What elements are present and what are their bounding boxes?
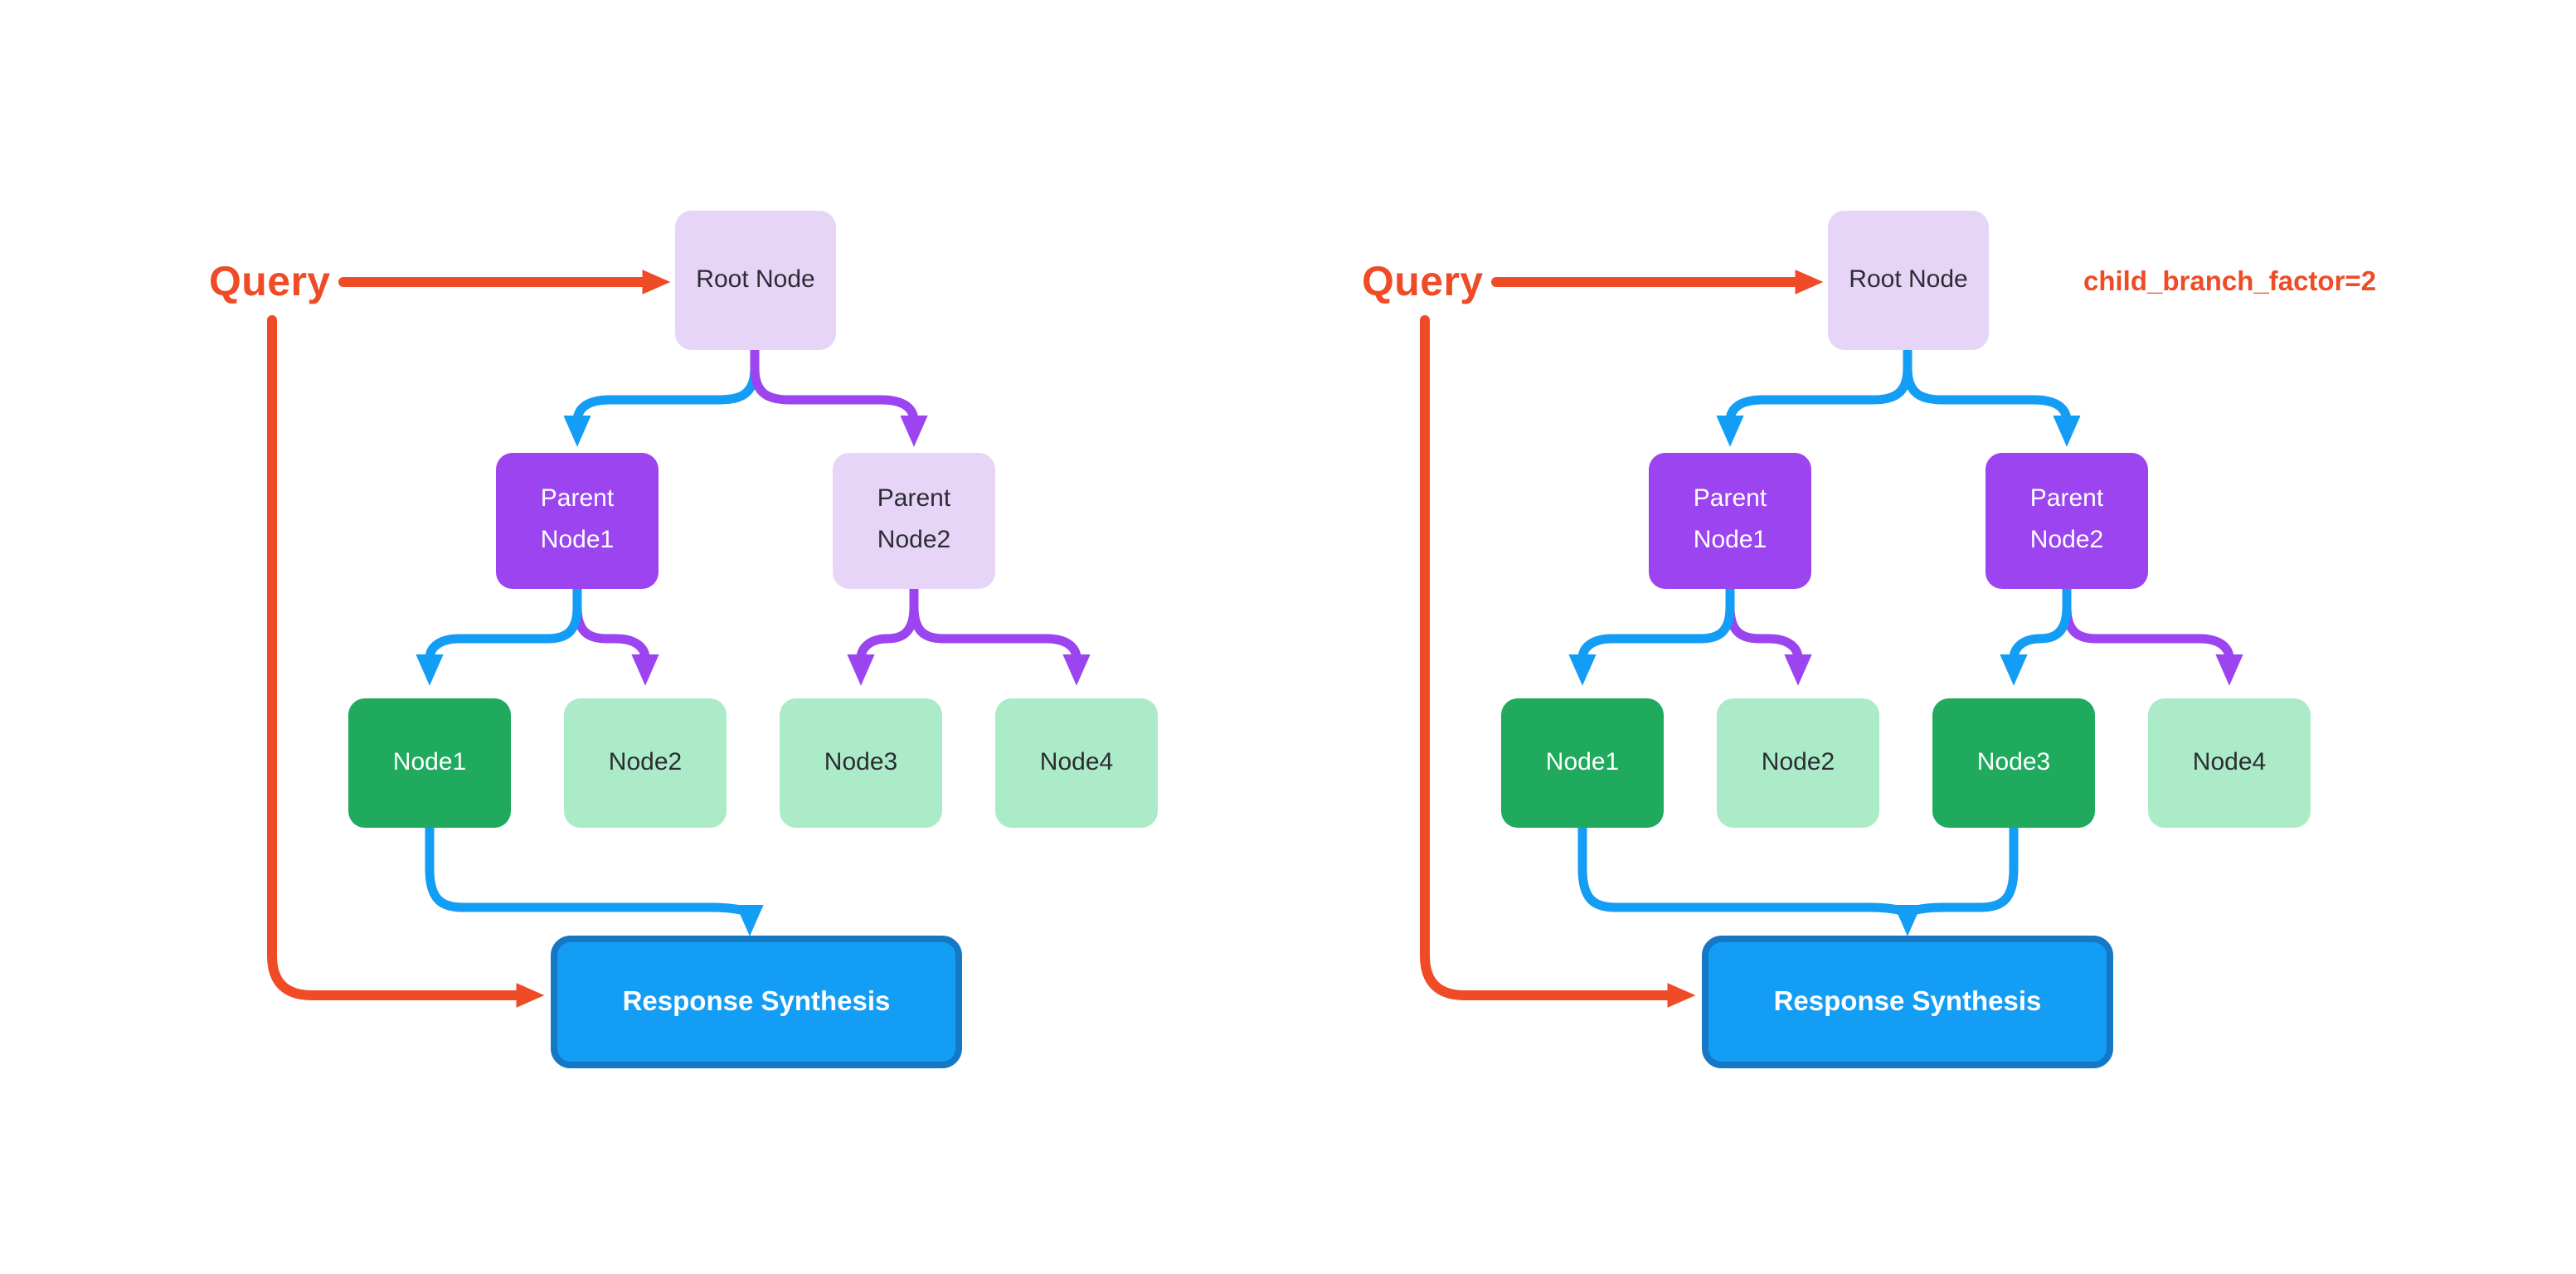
left-edge-parent2-node3 bbox=[847, 584, 919, 686]
left-edge-root-parent1 bbox=[563, 345, 760, 447]
left-edge-root-parent2 bbox=[750, 345, 928, 447]
right-edge-node3-synthesis bbox=[1903, 823, 2019, 921]
right-leaf-node4: Node4 bbox=[2148, 698, 2311, 828]
left-edge-node1-synthesis bbox=[425, 823, 764, 936]
left-edge-parent2-node4 bbox=[909, 584, 1091, 686]
left-parent-node2: Parent Node2 bbox=[833, 453, 995, 589]
left-root-node: Root Node bbox=[675, 211, 836, 350]
right-response-synthesis-box: Response Synthesis bbox=[1702, 936, 2113, 1068]
right-edge-parent2-node4 bbox=[2062, 584, 2243, 686]
left-query-to-synthesis-arrow bbox=[267, 315, 545, 1008]
left-edge-parent1-node2 bbox=[572, 584, 659, 686]
right-edge-root-parent2 bbox=[1903, 345, 2081, 447]
left-leaf-node3: Node3 bbox=[780, 698, 942, 828]
right-edge-parent1-node1 bbox=[1568, 584, 1735, 686]
left-leaf-node4: Node4 bbox=[995, 698, 1158, 828]
right-edge-root-parent1 bbox=[1716, 345, 1913, 447]
left-edge-parent1-node1 bbox=[416, 584, 582, 686]
left-response-synthesis-box: Response Synthesis bbox=[551, 936, 962, 1068]
right-edge-node1-synthesis bbox=[1577, 823, 1922, 936]
right-parent-node1: Parent Node1 bbox=[1649, 453, 1811, 589]
left-leaf-node1: Node1 bbox=[348, 698, 511, 828]
right-leaf-node1: Node1 bbox=[1501, 698, 1664, 828]
right-leaf-node3: Node3 bbox=[1932, 698, 2095, 828]
right-edge-parent2-node3 bbox=[2000, 584, 2072, 686]
left-query-label: Query bbox=[209, 259, 331, 305]
right-edge-parent1-node2 bbox=[1725, 584, 1812, 686]
left-leaf-node2: Node2 bbox=[564, 698, 727, 828]
right-query-to-synthesis-arrow bbox=[1420, 315, 1696, 1008]
child-branch-factor-annotation: child_branch_factor=2 bbox=[2083, 267, 2377, 297]
right-parent-node2: Parent Node2 bbox=[1985, 453, 2148, 589]
right-leaf-node2: Node2 bbox=[1717, 698, 1879, 828]
right-root-node: Root Node bbox=[1828, 211, 1989, 350]
left-parent-node1: Parent Node1 bbox=[496, 453, 659, 589]
right-query-label: Query bbox=[1362, 259, 1484, 305]
